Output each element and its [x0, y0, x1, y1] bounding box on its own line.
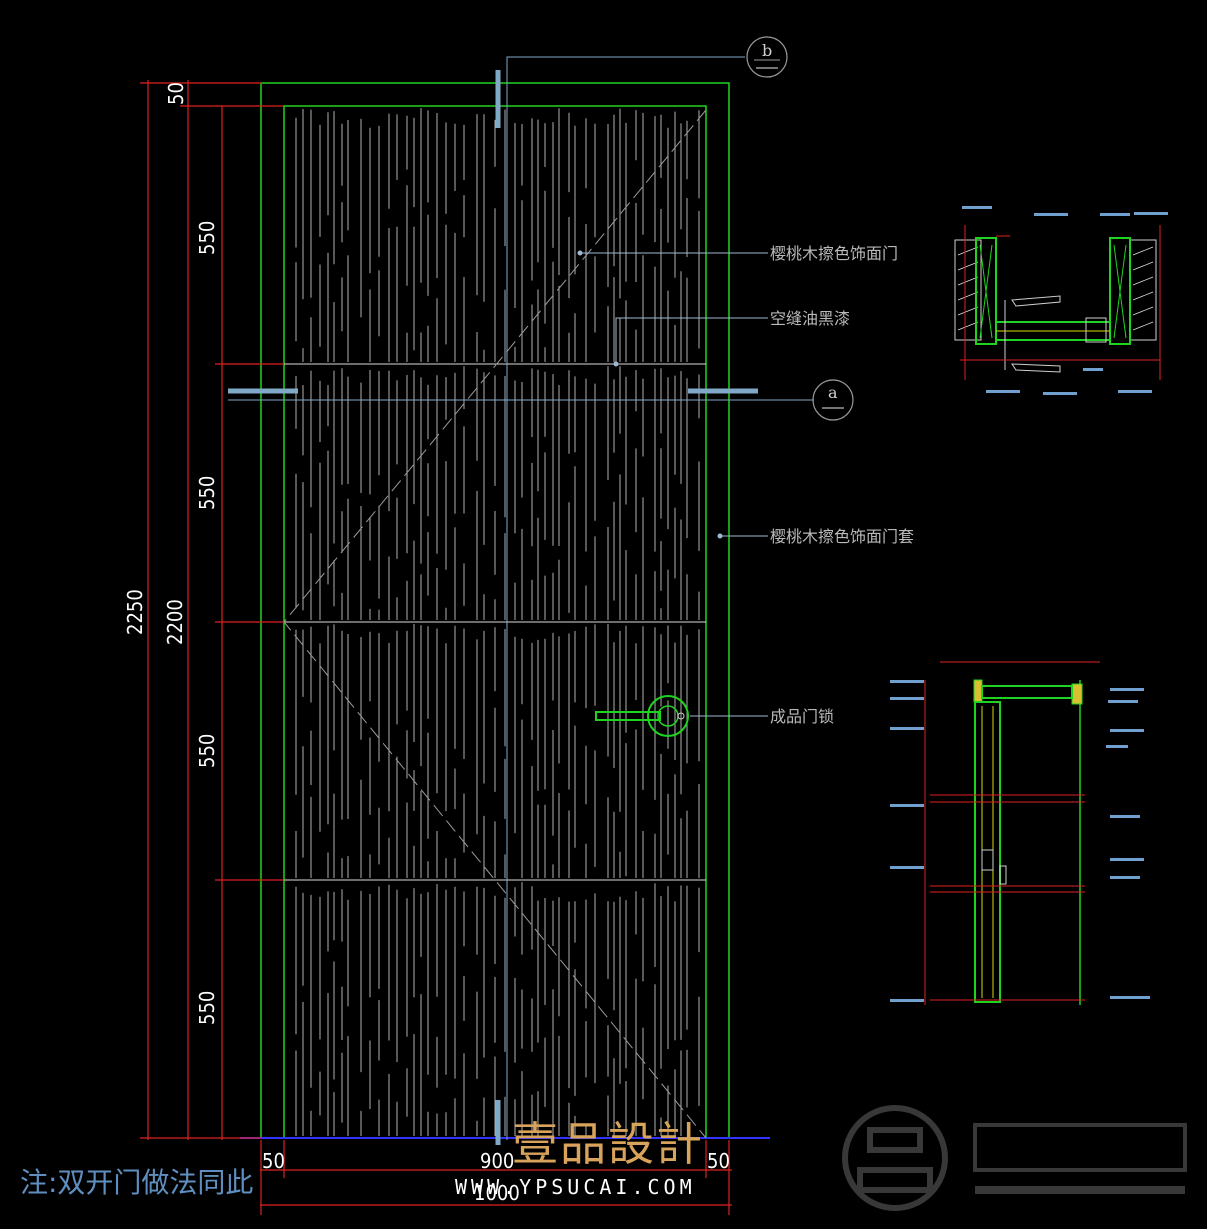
door-handle-icon: [595, 695, 689, 737]
dim-bottom-left: 50: [262, 1149, 285, 1173]
callout-gap-paint: 空缝油黑漆: [770, 309, 850, 328]
dimensions: [140, 80, 732, 1215]
vertical-section-detail: [890, 661, 1150, 1005]
dimension-texts: 50 550 550 550 550 2250 2200 50 900 50 1…: [123, 82, 730, 1205]
watermark: 壹品設計 WWW.YPSUCAI.COM: [455, 1105, 1187, 1211]
watermark-brand: 壹品設計: [512, 1117, 704, 1171]
callout-leaders: [577, 250, 768, 717]
callout-lock: 成品门锁: [770, 707, 834, 726]
section-marker-b: b: [746, 36, 788, 78]
watermark-url: WWW.YPSUCAI.COM: [455, 1175, 696, 1199]
dim-bottom-middle: 900: [480, 1149, 514, 1173]
dim-bottom-total: 1000: [474, 1181, 520, 1205]
wood-grain: [295, 108, 700, 1136]
svg-text:b: b: [762, 41, 772, 60]
dim-top-gap: 50: [164, 82, 188, 105]
watermark-logo-icon: [842, 1105, 1187, 1211]
dim-door-height: 2200: [163, 599, 187, 645]
dim-overall-height: 2250: [123, 589, 147, 635]
door-elevation: [228, 56, 814, 1145]
section-marker-a: a: [812, 379, 854, 421]
svg-text:a: a: [828, 383, 838, 402]
plan-section-detail: [954, 206, 1168, 395]
note-text: 注:双开门做法同此: [20, 1166, 253, 1199]
dim-panel-1: 550: [195, 221, 219, 255]
dim-panel-2: 550: [195, 476, 219, 510]
dim-bottom-right: 50: [707, 1149, 730, 1173]
callout-door-finish: 樱桃木擦色饰面门: [770, 244, 898, 263]
dim-panel-3: 550: [195, 734, 219, 768]
dim-panel-4: 550: [195, 991, 219, 1025]
section-line-b: [506, 56, 745, 1140]
callout-casing-finish: 樱桃木擦色饰面门套: [770, 527, 914, 546]
